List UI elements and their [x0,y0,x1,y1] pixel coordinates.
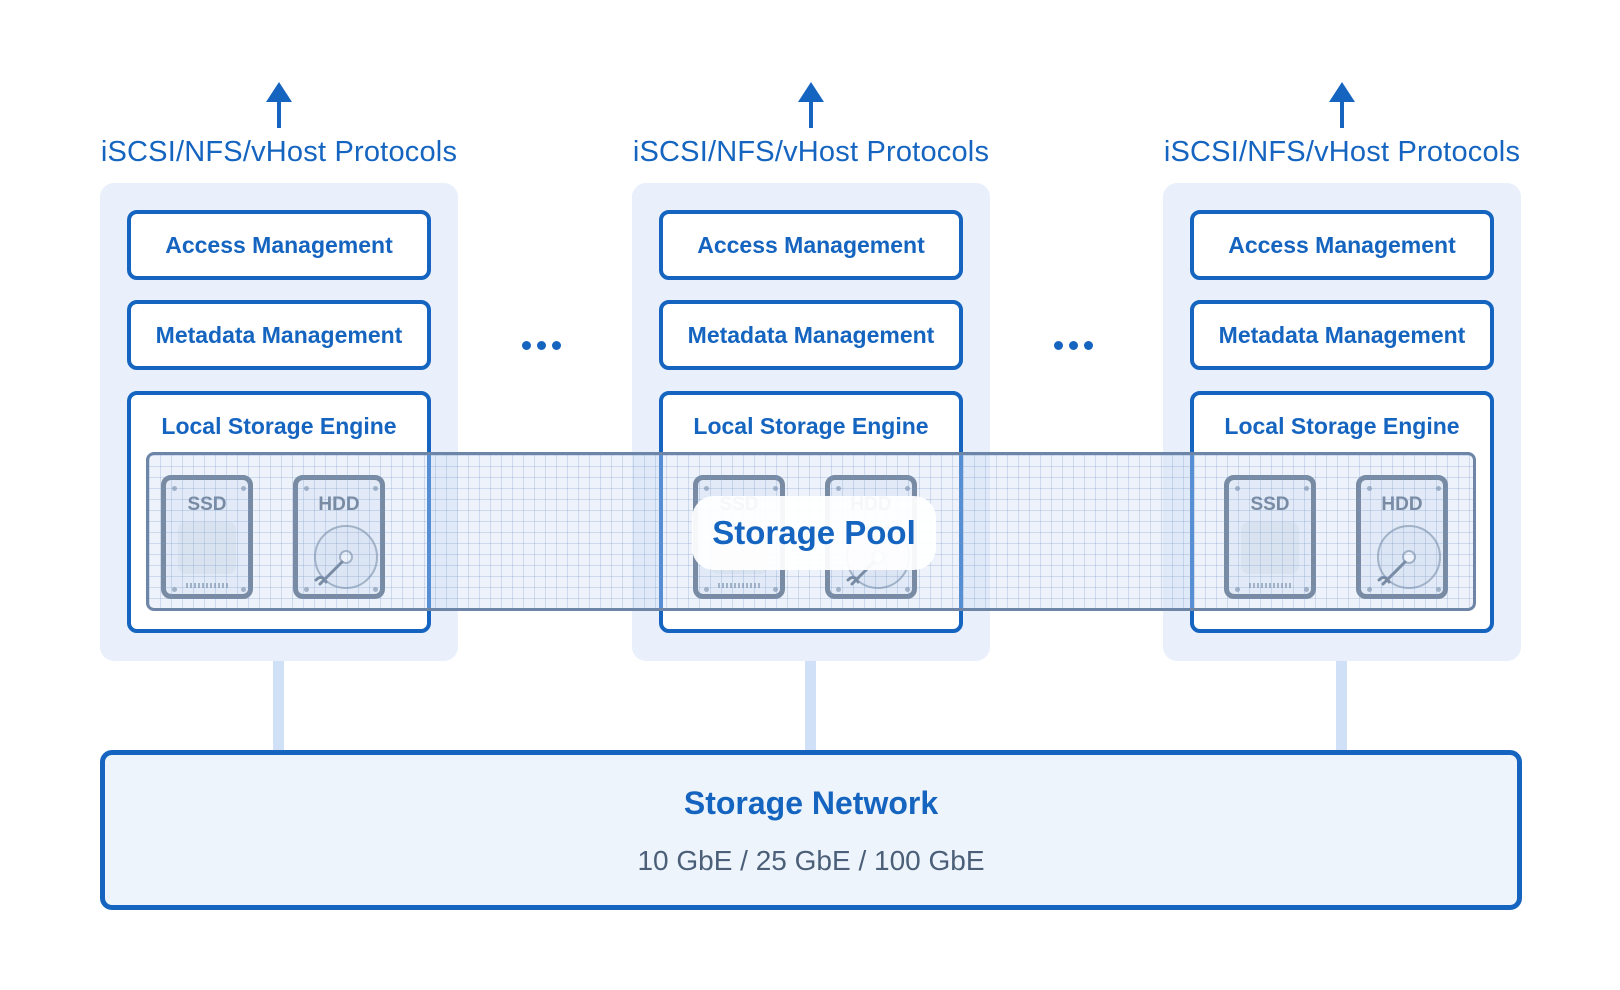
storage-network-speeds: 10 GbE / 25 GbE / 100 GbE [637,845,985,876]
local-storage-engine-title: Local Storage Engine [1224,413,1460,439]
drive-screw [241,587,246,592]
hdd-spindle [1402,550,1416,564]
ellipsis-dot [537,341,546,350]
storage-network-box: Storage Network 10 GbE / 25 GbE / 100 GbE [100,750,1522,910]
ssd-connector-pins [718,583,760,588]
ssd-chip [1241,522,1299,574]
arrow-head [798,82,824,102]
hdd-drive-icon: HDD [1356,475,1448,599]
drive-label: SSD [166,494,248,516]
drive-screw [1304,587,1309,592]
metadata-management-box: Metadata Management [659,300,963,370]
access-management-box: Access Management [127,210,431,280]
access-management-box: Access Management [659,210,963,280]
node-network-connector [273,661,284,751]
node-network-connector [1336,661,1347,751]
drive-screw [773,587,778,592]
drive-screw [905,587,910,592]
node-network-connector [805,661,816,751]
arrow-head [266,82,292,102]
drive-screw [1367,486,1372,491]
ellipsis-dot [1069,341,1078,350]
drive-screw [836,587,841,592]
drive-screw [172,486,177,491]
ssd-drive-icon: SSD [161,475,253,599]
ssd-drive-icon: SSD [1224,475,1316,599]
ellipsis-dot [552,341,561,350]
drive-screw [836,486,841,491]
local-storage-engine-box: Local Storage EngineSSD HDD [127,391,431,633]
arrow-shaft [1340,98,1344,128]
arrow-head [1329,82,1355,102]
drive-screw [172,587,177,592]
ellipsis-dot [1084,341,1093,350]
arrow-shaft [277,98,281,128]
arrow-up-icon [1329,82,1355,128]
hdd-platter-icon [1377,525,1441,589]
arrow-up-icon [798,82,824,128]
drive-label: SSD [1229,494,1311,516]
drive-screw [1304,486,1309,491]
protocol-label: iSCSI/NFS/vHost Protocols [632,136,990,168]
drive-label: HDD [298,494,380,516]
storage-pool-label: Storage Pool [692,496,936,570]
local-storage-engine-title: Local Storage Engine [693,413,929,439]
hdd-read-arm [314,560,344,586]
metadata-management-box: Metadata Management [127,300,431,370]
ssd-chip [178,522,236,574]
drive-screw [304,587,309,592]
drive-screw [905,486,910,491]
storage-network-title: Storage Network [683,785,939,821]
local-storage-engine-box: Local Storage EngineSSD HDD [1190,391,1494,633]
drive-screw [1235,587,1240,592]
drive-screw [1367,587,1372,592]
protocol-label: iSCSI/NFS/vHost Protocols [100,136,458,168]
drive-screw [304,486,309,491]
ellipsis-dot [1054,341,1063,350]
ssd-connector-pins [1249,583,1291,588]
hdd-drive-icon: HDD [293,475,385,599]
drive-screw [241,486,246,491]
hdd-platter-icon [314,525,378,589]
ellipsis-icon [1054,341,1098,351]
drive-screw [1436,587,1441,592]
ellipsis-dot [522,341,531,350]
drive-screw [704,486,709,491]
drive-screw [704,587,709,592]
drive-label: HDD [1361,494,1443,516]
drive-screw [773,486,778,491]
ellipsis-icon [522,341,566,351]
arrow-up-icon [266,82,292,128]
hdd-read-arm [1377,560,1407,586]
ssd-connector-pins [186,583,228,588]
metadata-management-box: Metadata Management [1190,300,1494,370]
access-management-box: Access Management [1190,210,1494,280]
drive-screw [373,486,378,491]
drive-screw [1235,486,1240,491]
drive-screw [373,587,378,592]
protocol-label: iSCSI/NFS/vHost Protocols [1163,136,1521,168]
arrow-shaft [809,98,813,128]
drive-screw [1436,486,1441,491]
local-storage-engine-title: Local Storage Engine [161,413,397,439]
hdd-spindle [339,550,353,564]
